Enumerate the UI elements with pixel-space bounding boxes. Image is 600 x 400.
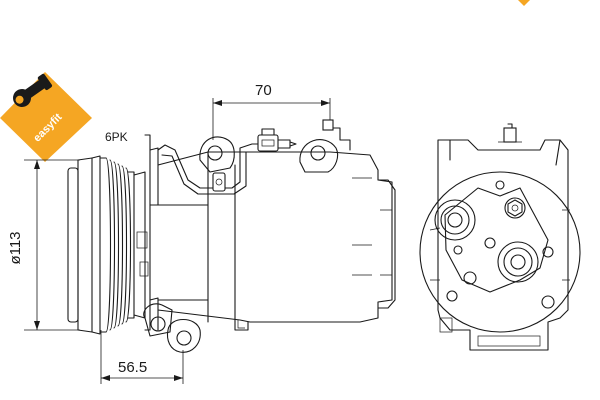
dimension-bottom-value: 56.5 (118, 359, 147, 376)
top-connector (498, 123, 522, 143)
wrench-icon (13, 73, 53, 107)
dimension-top: 70 (212, 82, 331, 140)
lower-port (497, 241, 539, 283)
dimension-left-value: ø113 (7, 231, 24, 264)
rear-view (419, 123, 581, 351)
side-view (67, 119, 396, 353)
easyfit-badge: easyfit (0, 72, 92, 162)
top-stud (504, 197, 526, 219)
pulley-grooves (105, 157, 132, 333)
upper-port (434, 199, 476, 241)
belt-label: 6PK (105, 130, 128, 144)
corner-decor (518, 0, 530, 6)
dimension-bottom: 56.5 (100, 330, 184, 384)
mount-lug-top-left (199, 136, 235, 173)
dimension-left: ø113 (7, 159, 80, 331)
sensor-connector (257, 128, 297, 152)
mount-lug-bottom-right (166, 318, 201, 353)
top-bracket (322, 119, 351, 151)
mount-lug-top-right (299, 139, 339, 173)
dimension-top-value: 70 (255, 82, 272, 99)
sensor-pipe (157, 143, 259, 195)
